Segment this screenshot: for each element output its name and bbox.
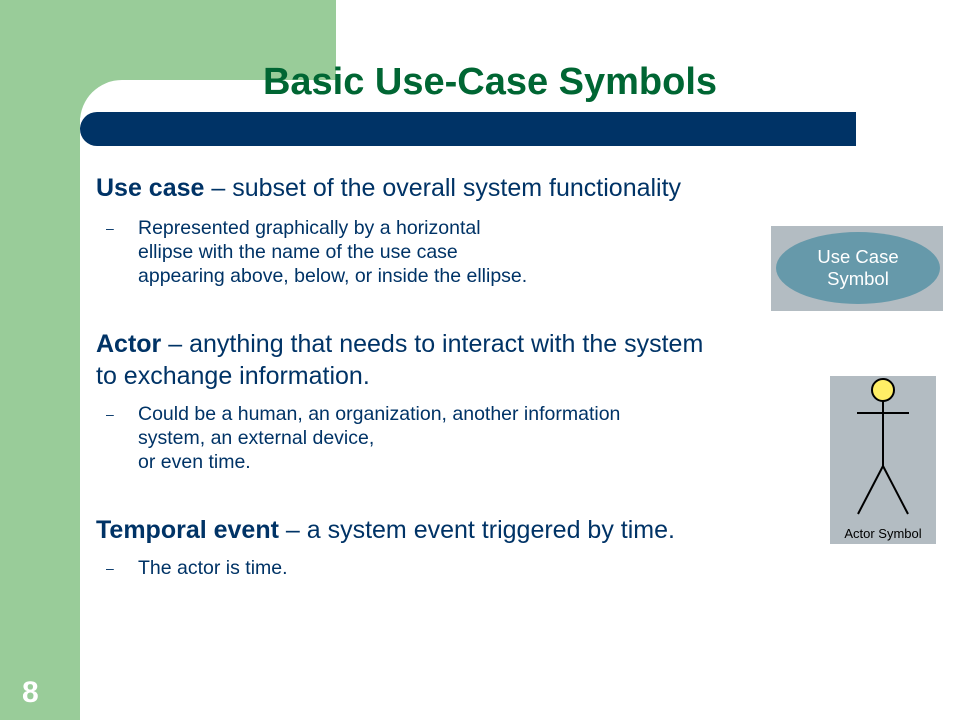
sub-bullet-temporal: – The actor is time. [96, 556, 886, 580]
bullet-dash: – [106, 406, 114, 422]
bullet-temporal-event: Temporal event – a system event triggere… [96, 514, 886, 546]
sub-line: Represented graphically by a horizontal [138, 217, 481, 239]
term-actor: Actor [96, 330, 162, 358]
definition-actor: – anything that needs to interact with t… [161, 330, 704, 358]
stick-figure-icon [857, 378, 909, 515]
sidebar-accent [0, 0, 80, 720]
slide-number: 8 [22, 676, 39, 709]
use-case-symbol-line1: Use Case [817, 246, 899, 267]
sub-line: appearing above, below, or inside the el… [138, 265, 528, 287]
use-case-symbol-line2: Symbol [827, 268, 889, 289]
sub-line: system, an external device, [138, 427, 375, 449]
title-underline-bar [80, 112, 856, 146]
term-temporal-event: Temporal event [96, 516, 279, 544]
sub-line: The actor is time. [138, 557, 288, 579]
slide-title: Basic Use-Case Symbols [262, 61, 718, 103]
actor-symbol-figure: Actor Symbol [830, 376, 936, 544]
definition-temporal-event: – a system event triggered by time. [278, 516, 675, 544]
sub-line: or even time. [138, 451, 251, 473]
definition-use-case: – subset of the overall system functiona… [204, 174, 682, 202]
use-case-ellipse: Use Case Symbol [776, 232, 940, 304]
actor-symbol-label: Actor Symbol [844, 526, 922, 541]
sub-line: Could be a human, an organization, anoth… [138, 403, 621, 425]
bullet-actor: Actor – anything that needs to interact … [96, 328, 886, 360]
sub-bullet-use-case: – Represented graphically by a horizonta… [96, 216, 886, 288]
sub-bullet-actor: – Could be a human, an organization, ano… [96, 402, 886, 474]
bullet-use-case: Use case – subset of the overall system … [96, 172, 886, 204]
bullet-dash: – [106, 560, 114, 576]
slide-body: Use case – subset of the overall system … [96, 172, 886, 580]
use-case-symbol-figure: Use Case Symbol [771, 226, 943, 311]
sub-line: ellipse with the name of the use case [138, 241, 458, 263]
bullet-dash: – [106, 220, 114, 236]
term-use-case: Use case [96, 174, 205, 202]
bullet-actor-cont: to exchange information. [96, 362, 370, 390]
